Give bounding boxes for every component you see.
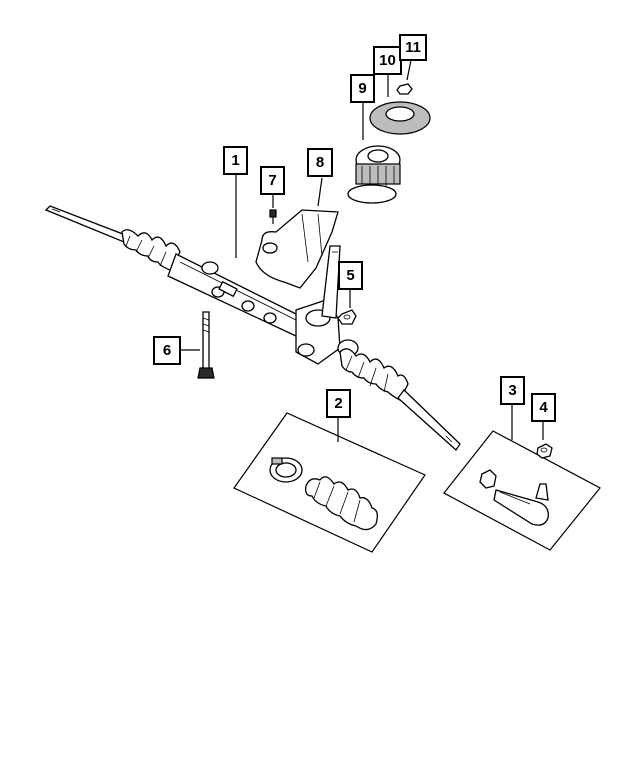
- callout-1: 1: [223, 146, 248, 175]
- callout-10: 10: [373, 46, 402, 75]
- bracket-part: [255, 209, 339, 289]
- callout-10-label: 10: [379, 52, 396, 69]
- callout-5: 5: [338, 261, 363, 290]
- callout-2: 2: [326, 389, 351, 418]
- screw-part: [269, 209, 277, 224]
- callout-7: 7: [260, 166, 285, 195]
- callout-11: 11: [399, 34, 427, 61]
- leader-lines: [180, 59, 544, 442]
- callout-8: 8: [307, 148, 333, 177]
- callout-3-label: 3: [508, 382, 516, 399]
- callout-1-label: 1: [231, 152, 239, 169]
- callout-11-label: 11: [405, 39, 421, 56]
- nut-part-5: [337, 309, 357, 325]
- callout-5-label: 5: [346, 267, 354, 284]
- callout-9: 9: [350, 74, 375, 103]
- callout-7-label: 7: [268, 172, 276, 189]
- boot-kit: [233, 412, 426, 553]
- callout-3: 3: [500, 376, 525, 405]
- callout-6-label: 6: [163, 342, 171, 359]
- callout-4-label: 4: [539, 399, 548, 416]
- steering-rack-assembly: [44, 205, 461, 451]
- tie-rod-end-kit: [443, 430, 601, 551]
- callout-6: 6: [153, 336, 181, 365]
- callout-8-label: 8: [316, 154, 324, 171]
- mount-assembly: [347, 83, 431, 204]
- callout-9-label: 9: [358, 80, 366, 97]
- callout-4: 4: [531, 393, 556, 422]
- callout-2-label: 2: [334, 395, 342, 412]
- nut-part-4: [536, 443, 553, 459]
- bolt-part: [197, 311, 215, 379]
